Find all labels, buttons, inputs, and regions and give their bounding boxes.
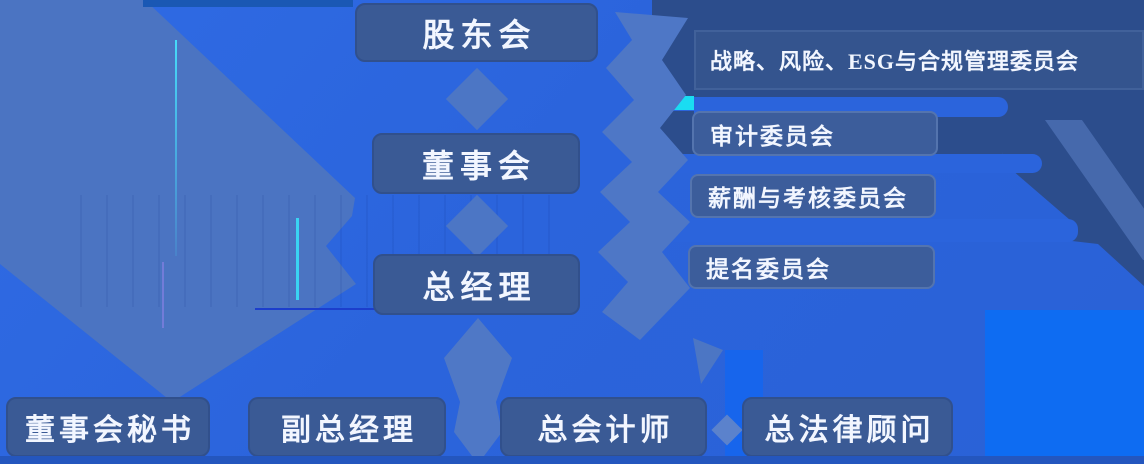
- node-label: 总经理: [422, 268, 537, 305]
- bg-blue-band-2: [658, 154, 1042, 173]
- committee-label: 薪酬与考核委员会: [708, 186, 908, 211]
- committee-strategy-risk-esg-compliance: 战略、风险、ESG与合规管理委员会: [694, 30, 1144, 90]
- dark-horizontal-line: [255, 308, 375, 310]
- diamond-connector-top: [445, 67, 509, 131]
- bg-bottom-strip: [0, 456, 1144, 464]
- node-label: 股东会: [422, 16, 537, 53]
- node-label: 董事会秘书: [25, 414, 195, 447]
- committee-audit: 审计委员会: [692, 111, 938, 156]
- committee-label: 战略、风险、ESG与合规管理委员会: [710, 49, 1080, 74]
- node-board-of-directors: 董事会: [372, 133, 580, 194]
- node-deputy-general-manager: 副总经理: [248, 397, 446, 457]
- cyan-vertical-line-1: [175, 40, 177, 256]
- node-general-manager: 总经理: [373, 254, 580, 315]
- node-label: 董事会: [421, 147, 536, 184]
- node-label: 总会计师: [537, 414, 674, 447]
- purple-vertical-line: [162, 262, 164, 328]
- bg-top-bar: [143, 0, 353, 7]
- committee-remuneration-assessment: 薪酬与考核委员会: [690, 174, 936, 218]
- node-board-secretary: 董事会秘书: [6, 397, 210, 457]
- bg-bright-patch: [985, 310, 1144, 458]
- cyan-vertical-line-2: [296, 218, 299, 300]
- node-general-counsel: 总法律顾问: [742, 397, 953, 457]
- node-shareholders-meeting: 股东会: [355, 3, 598, 62]
- node-label: 总法律顾问: [764, 414, 935, 447]
- bg-small-wedge: [693, 338, 723, 384]
- committee-nomination: 提名委员会: [688, 245, 935, 289]
- committee-label: 提名委员会: [706, 257, 831, 282]
- node-chief-accountant: 总会计师: [500, 397, 707, 457]
- node-label: 副总经理: [281, 414, 417, 447]
- committee-label: 审计委员会: [710, 123, 835, 149]
- bg-blue-band-3: [652, 219, 1078, 242]
